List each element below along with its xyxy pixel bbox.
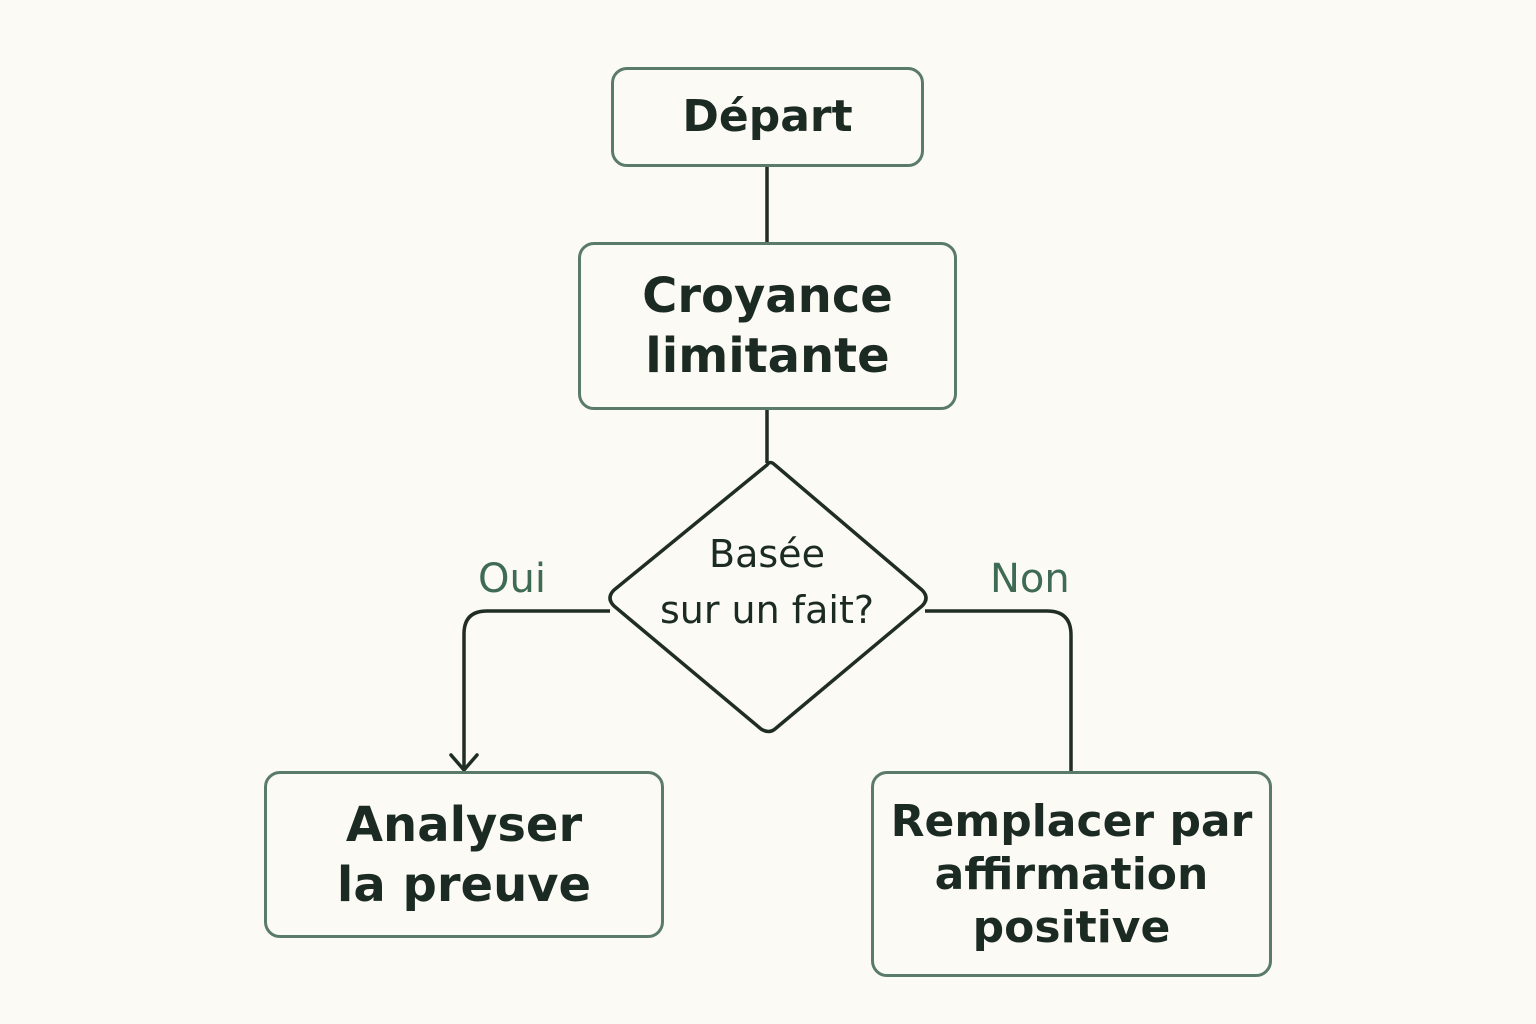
arrow-head-icon	[449, 753, 479, 772]
edge-decision-to-replace	[925, 609, 1073, 771]
edge-decision-to-analyse	[462, 609, 610, 769]
node-analyse-line-2: la preuve	[336, 856, 592, 913]
node-replace-line-1: Remplacer par	[890, 795, 1253, 847]
decision-diamond	[608, 460, 928, 734]
decision-label: Basée sur un fait?	[617, 522, 917, 642]
node-replace-line-2: affirmation	[934, 848, 1209, 900]
branch-label-yes: Oui	[478, 556, 546, 602]
node-limiting-belief: Croyance limitante	[578, 242, 957, 410]
node-start-line-1: Départ	[682, 91, 853, 142]
decision-line-1: Basée	[709, 532, 825, 576]
node-replace-line-3: positive	[972, 901, 1171, 953]
node-analyse-evidence: Analyser la preuve	[264, 771, 664, 938]
branch-label-no: Non	[990, 556, 1070, 602]
node-analyse-line-1: Analyser	[345, 796, 583, 853]
node-replace-affirmation: Remplacer par affirmation positive	[871, 771, 1272, 977]
decision-line-2: sur un fait?	[659, 588, 875, 632]
node-limiting-belief-line-2: limitante	[645, 328, 890, 384]
node-limiting-belief-line-1: Croyance	[642, 268, 893, 324]
node-start: Départ	[611, 67, 924, 167]
